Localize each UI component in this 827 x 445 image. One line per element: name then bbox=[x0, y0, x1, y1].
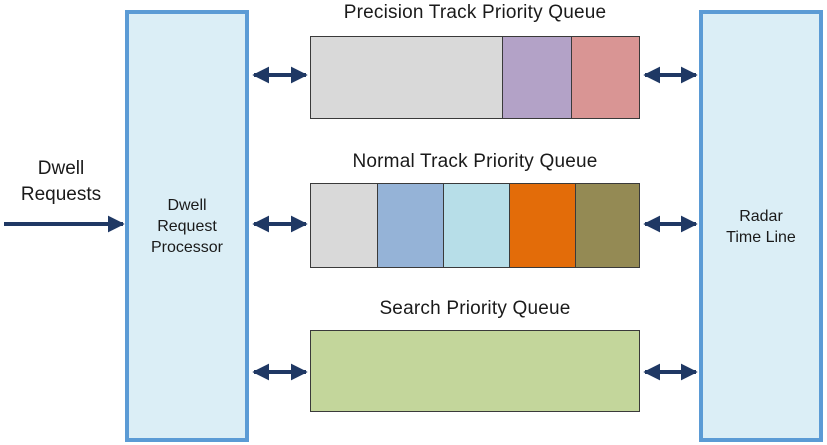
normal-track-queue bbox=[310, 183, 640, 268]
timeline-label-line2: Time Line bbox=[726, 229, 796, 246]
precision-queue-slot bbox=[311, 37, 503, 118]
search-queue-slot bbox=[311, 331, 639, 411]
normal-queue-slot bbox=[510, 184, 576, 267]
precision-track-queue bbox=[310, 36, 640, 119]
normal-queue-slot bbox=[311, 184, 378, 267]
processor-label-line3: Processor bbox=[150, 239, 224, 256]
processor-label: Dwell Request Processor bbox=[129, 195, 245, 258]
precision-queue-slot bbox=[572, 37, 639, 118]
processor-label-line2: Request bbox=[157, 218, 217, 235]
search-queue-title: Search Priority Queue bbox=[379, 298, 571, 319]
input-label-line2: Requests bbox=[20, 184, 102, 205]
timeline-label: Radar Time Line bbox=[703, 206, 819, 248]
precision-queue-title: Precision Track Priority Queue bbox=[343, 2, 607, 23]
normal-queue-slot bbox=[444, 184, 510, 267]
normal-queue-title: Normal Track Priority Queue bbox=[352, 151, 598, 172]
input-label-line1: Dwell bbox=[37, 158, 85, 179]
search-queue bbox=[310, 330, 640, 412]
radar-time-line-box: Radar Time Line bbox=[699, 10, 823, 442]
normal-queue-slot bbox=[378, 184, 444, 267]
timeline-label-line1: Radar bbox=[739, 208, 783, 225]
input-label: Dwell Requests bbox=[6, 156, 116, 208]
dwell-request-processor-box: Dwell Request Processor bbox=[125, 10, 249, 442]
precision-queue-slot bbox=[503, 37, 572, 118]
processor-label-line1: Dwell bbox=[167, 197, 207, 214]
normal-queue-slot bbox=[576, 184, 639, 267]
